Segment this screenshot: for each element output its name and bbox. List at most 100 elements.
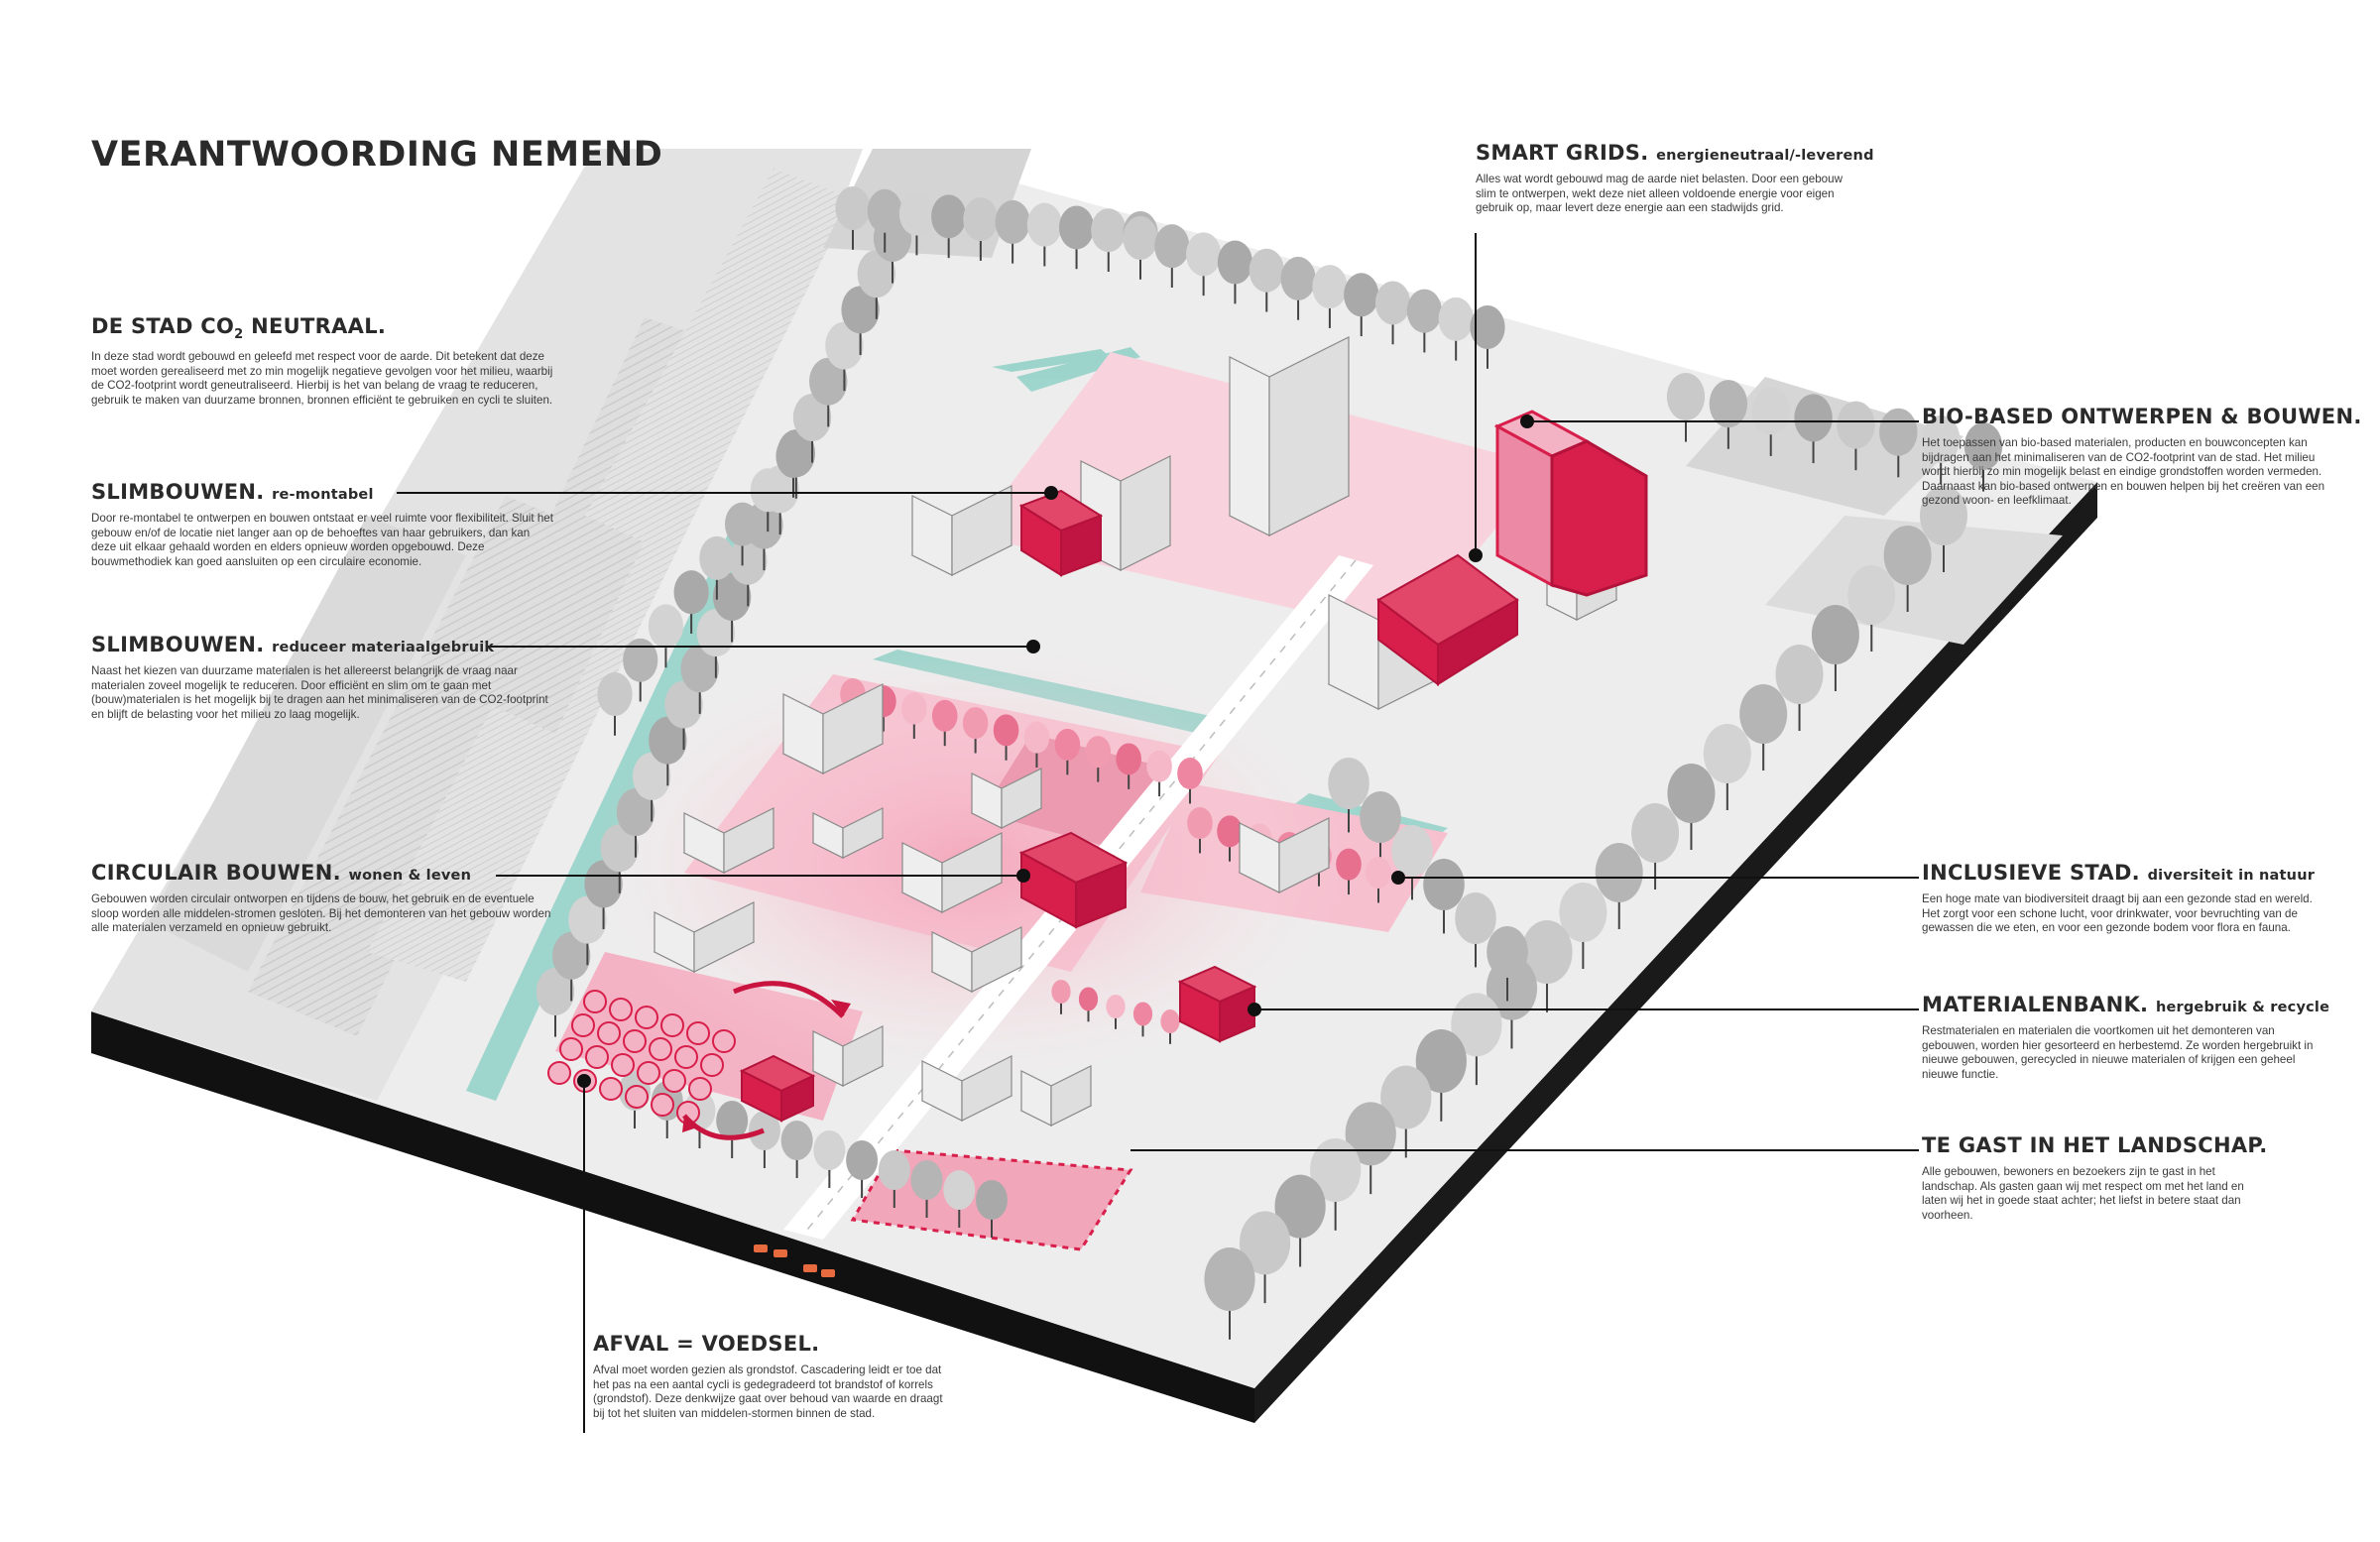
white-buildings [653,336,1618,1127]
tree-crown [1455,892,1496,944]
tree-crown [1204,1247,1255,1311]
cars [754,1245,835,1277]
orchard-tree [583,990,607,1013]
tree-crown [825,321,864,370]
building-block [920,1055,1013,1122]
tree-crown [775,434,811,478]
building-block [653,901,756,973]
orchard-tree [637,1061,660,1085]
tree-crown [648,604,684,649]
tree-crown [1054,728,1081,761]
tree-crown [1964,422,2003,470]
building-block [811,807,885,859]
tree-crown [835,186,871,230]
orchard-tree [662,1069,686,1093]
tree-crown [1811,605,1859,664]
annotation-heading: SMART GRIDS. energieneutraal/-leverend [1476,141,1874,165]
annotation-inclusieve-stad: INCLUSIEVE STAD. diversiteit in natuur E… [1922,861,2328,936]
tree-crown [1239,1211,1291,1275]
annotation-te-gast: TE GAST IN HET LANDSCHAP. Alle gebouwen,… [1922,1133,2268,1223]
tree-crown [1366,857,1391,889]
annotation-bio-based: BIO-BASED ONTWERPEN & BOUWEN. Het toepas… [1922,405,2361,509]
tree-crown [1023,721,1050,754]
tree-crown [857,250,896,298]
tree-crown [729,536,768,585]
tree-crown [993,714,1019,747]
tree-crown [1559,883,1607,942]
tree-crown [1794,394,1833,442]
orchard-tree [649,1037,672,1061]
tree-crown [1217,815,1243,848]
tree-crown [1116,743,1141,775]
tree-crown [1310,1138,1362,1202]
orchard-tree [686,1021,710,1045]
orchard-tree [712,1029,736,1053]
annotation-body: Afval moet worden gezien als grondstof. … [593,1364,943,1420]
orchard-tree [688,1077,712,1101]
annotation-body: Gebouwen worden circulair ontworpen en t… [91,892,551,935]
annotation-heading: MATERIALENBANK. hergebruik & recycle [1922,993,2330,1016]
tree-crown [1438,297,1474,341]
tree-crown [680,645,719,693]
annotation-materialenbank: MATERIALENBANK. hergebruik & recycle Res… [1922,993,2330,1082]
tree-crown [867,188,902,233]
orchard-tree [623,1029,647,1053]
annotation-co2-neutraal: DE STAD CO2 NEUTRAAL. In deze stad wordt… [91,314,557,409]
tree-crown [1380,1065,1432,1129]
tree-crown [1751,387,1790,435]
tree-crown [976,1180,1008,1220]
tree-crown [841,286,880,334]
annotation-heading: AFVAL = VOEDSEL. [593,1332,820,1356]
tree-crown [1391,825,1433,877]
tree-crown [1187,807,1213,839]
orchard-tree [597,1021,621,1045]
tree-crown [1879,408,1918,456]
tree-crown [716,1101,749,1140]
tree-crown [1280,256,1316,300]
tree-crown [1374,281,1411,325]
building-block [1228,336,1351,536]
tree-crown [910,1160,943,1200]
tree-crown [780,1121,813,1160]
tree-crown [1631,803,1680,863]
tree-crown [623,638,658,682]
tree-crown [1487,926,1528,978]
orchard-tree [571,1013,595,1037]
tree-crown [878,1150,910,1190]
annotation-heading: INCLUSIEVE STAD. diversiteit in natuur [1922,861,2316,885]
orchard-tree [625,1085,649,1109]
tree-crown [995,199,1030,244]
tree-crown [1328,758,1369,809]
tree-crown [898,191,935,236]
tree-crown [1078,987,1099,1011]
tree-crown [568,895,607,944]
tree-crown [1186,232,1222,277]
tree-crown [1666,373,1706,420]
tree-crown [748,1111,780,1150]
tree-crown [931,194,967,239]
tree-crown [1415,1029,1467,1093]
tree-crown [1146,750,1172,782]
orchard-tree [609,998,633,1021]
tree-crown [931,699,958,732]
tree-crown [963,197,999,242]
orchard-tree [585,1045,609,1069]
annotation-body: Naast het kiezen van duurzame materialen… [91,664,548,721]
tree-crown [750,468,785,513]
orchard-tree [674,1045,698,1069]
tree-crown [1026,202,1062,247]
tree-crown [809,357,848,406]
tree-crown [1775,645,1824,704]
tree-crown [649,716,687,765]
tree-crown [1470,305,1505,349]
tree-crown [1423,859,1465,910]
annotation-heading: TE GAST IN HET LANDSCHAP. [1922,1133,2268,1157]
annotation-body: Restmaterialen en materialen die voortko… [1922,1024,2314,1081]
page-title: VERANTWOORDING NEMEND [91,135,663,175]
leader-lines [397,233,1919,1433]
building-block [1019,1065,1093,1127]
orchard-tree [700,1053,724,1077]
orchard-tree [547,1061,571,1085]
orchard-tree [651,1093,674,1117]
tree-crown [1667,764,1716,823]
